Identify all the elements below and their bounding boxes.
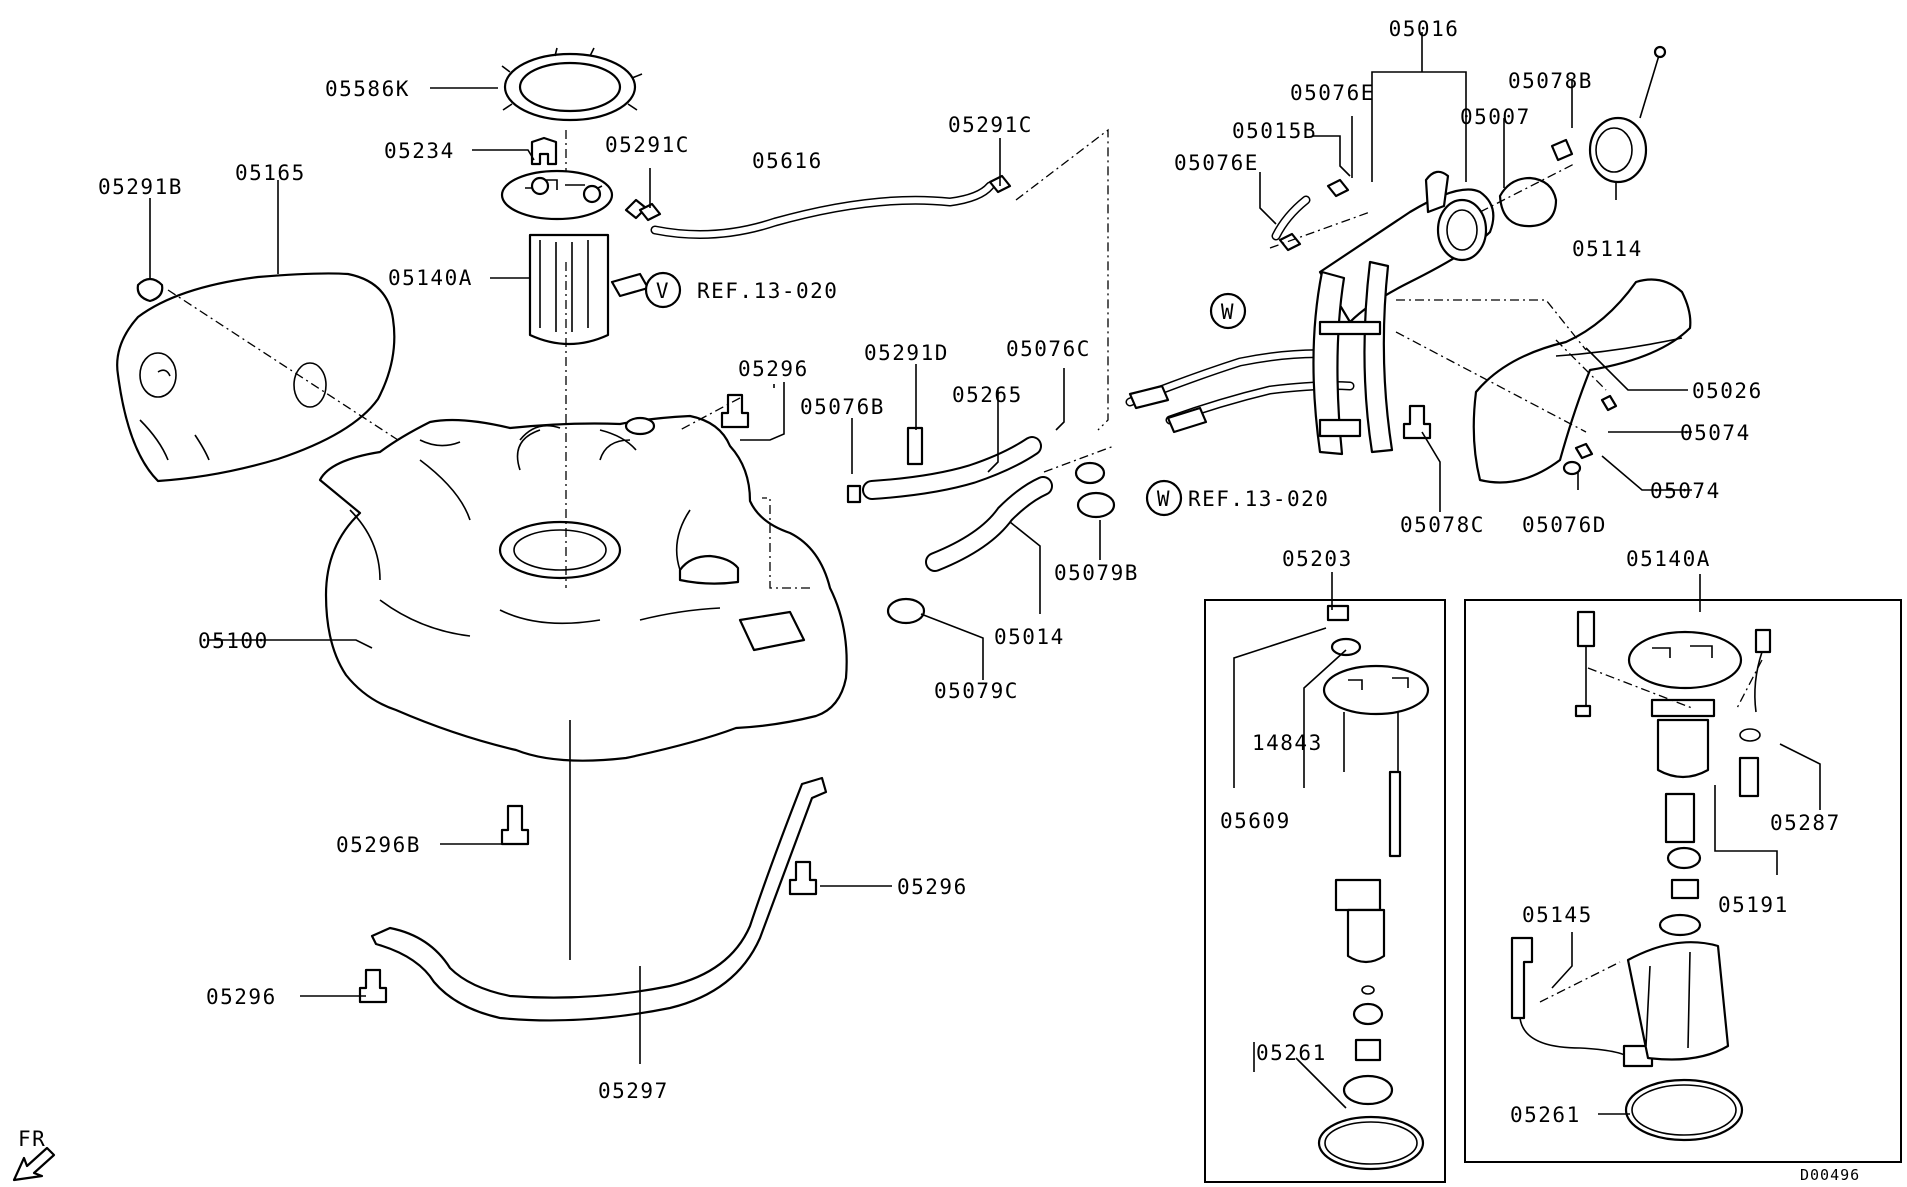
label-05016: 05016 [1389,17,1460,41]
circle-marker-v: V [644,271,682,309]
label-05234: 05234 [384,139,455,163]
part-labels: 05586K 05234 05291C 05616 05291C 05291B … [98,17,1841,1127]
reference-lines [167,128,1763,1003]
label-05100: 05100 [198,629,269,653]
label-05291B: 05291B [98,175,183,199]
diagram-code: D00496 [1800,1166,1860,1184]
filler-hose-05014 [925,476,1053,572]
heat-protector-05165 [116,272,396,483]
label-05014: 05014 [994,625,1065,649]
pump-components-05203 [1317,604,1430,1171]
hose-05265 [862,436,1042,500]
label-05297: 05297 [598,1079,669,1103]
label-05291C-a: 05291C [605,133,690,157]
fr-text: FR [18,1127,46,1151]
vapor-hose-05616 [650,181,995,239]
label-05076E-a: 05076E [1290,81,1375,105]
label-05140A-b: 05140A [1626,547,1711,571]
fuel-tank-05100 [318,414,848,960]
label-05145: 05145 [1522,903,1593,927]
label-05140A-a: 05140A [388,266,473,290]
front-arrow-icon [12,1146,56,1182]
label-05074-b: 05074 [1650,479,1721,503]
circle-marker-v-text: V [656,279,670,303]
label-05291D: 05291D [864,341,949,365]
circle-marker-w1-text: W [1221,300,1235,324]
label-05586K: 05586K [325,77,410,101]
circle-marker-w2-text: W [1157,487,1171,511]
filler-protector-05026 [1472,278,1692,484]
ref-13-020-v: REF.13-020 [697,279,838,303]
label-05291C-b: 05291C [948,113,1033,137]
label-05261-a: 05261 [1256,1041,1327,1065]
bolts [358,393,1432,1004]
clamps [638,174,1350,625]
label-05616: 05616 [752,149,823,173]
gasket-05007 [1498,176,1558,228]
bolt-05078B [1550,138,1574,162]
leader-lines [149,32,1821,1115]
tank-strap-05297 [370,776,828,1022]
label-05079B: 05079B [1054,561,1139,585]
label-05076C: 05076C [1006,337,1091,361]
hose-05015B [1271,195,1311,241]
label-05026: 05026 [1692,379,1763,403]
label-05078B: 05078B [1508,69,1593,93]
pump-components-05140A [1510,610,1772,1142]
front-direction-indicator: FR [12,1127,56,1182]
label-05191: 05191 [1718,893,1789,917]
label-05265: 05265 [952,383,1023,407]
label-05261-b: 05261 [1510,1103,1581,1127]
label-05287: 05287 [1770,811,1841,835]
label-05078C: 05078C [1400,513,1485,537]
label-05609: 05609 [1220,809,1291,833]
label-05076D: 05076D [1522,513,1607,537]
rivets-05074 [1562,394,1618,476]
label-05296-b: 05296 [897,875,968,899]
label-14843: 14843 [1252,731,1323,755]
label-05074-a: 05074 [1680,421,1751,445]
label-05296-c: 05296 [206,985,277,1009]
filler-neck-05016 [1312,170,1495,456]
label-05076B: 05076B [800,395,885,419]
fuel-cap-05114 [1588,45,1667,184]
clip-05291B [136,277,164,303]
label-05114: 05114 [1572,237,1643,261]
label-05015B: 05015B [1232,119,1317,143]
label-05079C: 05079C [934,679,1019,703]
circle-marker-w1: W [1209,292,1247,330]
label-05007: 05007 [1460,105,1531,129]
label-05165: 05165 [235,161,306,185]
detail-box-05140A [1464,599,1902,1163]
detail-box-05203 [1204,599,1446,1183]
fuel-pump-module-05140A [500,47,650,346]
circle-marker-w2: W [1145,479,1183,517]
label-05076E-b: 05076E [1174,151,1259,175]
label-05296B: 05296B [336,833,421,857]
label-05203: 05203 [1282,547,1353,571]
ref-13-020-w: REF.13-020 [1188,487,1329,511]
label-05296-a: 05296 [738,357,809,381]
